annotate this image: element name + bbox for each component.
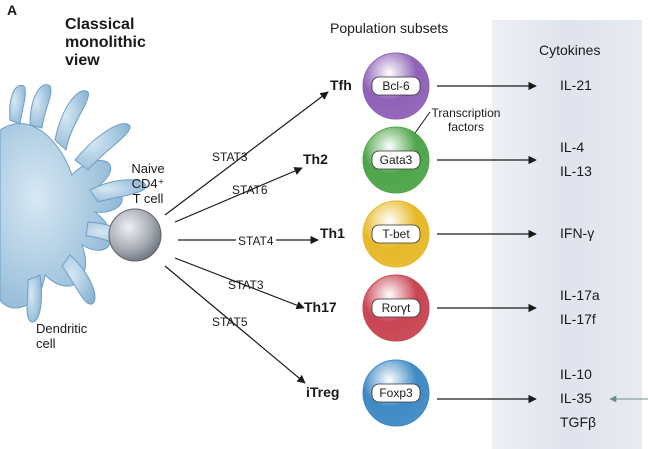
cytokine-th2-0: IL-4 xyxy=(560,139,585,155)
transcription-factor-th1: T-bet xyxy=(382,227,410,241)
stat-label-itreg: STAT5 xyxy=(212,315,248,329)
cytokine-itreg-2: TGFβ xyxy=(560,414,597,430)
transcription-factor-th2: Gata3 xyxy=(379,153,413,167)
cytokine-tfh-0: IL-21 xyxy=(560,77,592,93)
arrow-to-th2 xyxy=(174,167,303,223)
cytokine-th1-0: IFN-γ xyxy=(560,225,595,241)
tf-pill-th1 xyxy=(371,224,421,244)
stat-label-tfh: STAT3 xyxy=(212,150,248,164)
arrow-to-tfh xyxy=(164,91,329,216)
cytokine-itreg-0: IL-10 xyxy=(560,366,592,382)
panel-label: A xyxy=(7,2,18,18)
arrow-to-itreg xyxy=(164,265,306,384)
tf-pill-tfh xyxy=(371,76,421,96)
subset-name-th2: Th2 xyxy=(303,151,328,167)
cytokine-itreg-1: IL-35 xyxy=(560,390,592,406)
arrow-to-th17 xyxy=(174,257,305,310)
subset-name-itreg: iTreg xyxy=(306,384,340,400)
stat-label-th17: STAT3 xyxy=(228,278,264,292)
cytokine-th17-1: IL-17f xyxy=(560,311,596,327)
cytokines-header: Cytokines xyxy=(539,42,601,58)
transcription-factor-tfh: Bcl-6 xyxy=(382,79,410,93)
cytokine-th2-1: IL-13 xyxy=(560,163,592,179)
stat-label-th1: STAT4 xyxy=(236,234,276,248)
transcription-factors-label: Transcription factors xyxy=(431,106,501,134)
subset-name-th17: Th17 xyxy=(304,299,337,315)
transcription-factor-itreg: Foxp3 xyxy=(379,386,413,400)
subset-name-th1: Th1 xyxy=(320,225,345,241)
tf-pill-itreg xyxy=(371,383,421,403)
stat-label-th2: STAT6 xyxy=(232,183,268,197)
population-subsets-header: Population subsets xyxy=(330,20,449,36)
naive-t-cell xyxy=(108,208,162,262)
transcription-factor-th17: Rorγt xyxy=(381,301,411,315)
dendritic-cell xyxy=(0,84,147,323)
subset-artwork xyxy=(362,52,648,427)
cytokine-th17-0: IL-17a xyxy=(560,287,600,303)
naive-cell-label: Naive CD4⁺ T cell xyxy=(131,161,165,206)
subset-name-tfh: Tfh xyxy=(330,77,352,93)
tf-pill-th17 xyxy=(371,298,421,318)
classical-view-title: Classical monolithic view xyxy=(65,16,146,69)
tf-pill-th2 xyxy=(371,150,421,170)
dendritic-cell-label: Dendritic cell xyxy=(36,321,88,351)
